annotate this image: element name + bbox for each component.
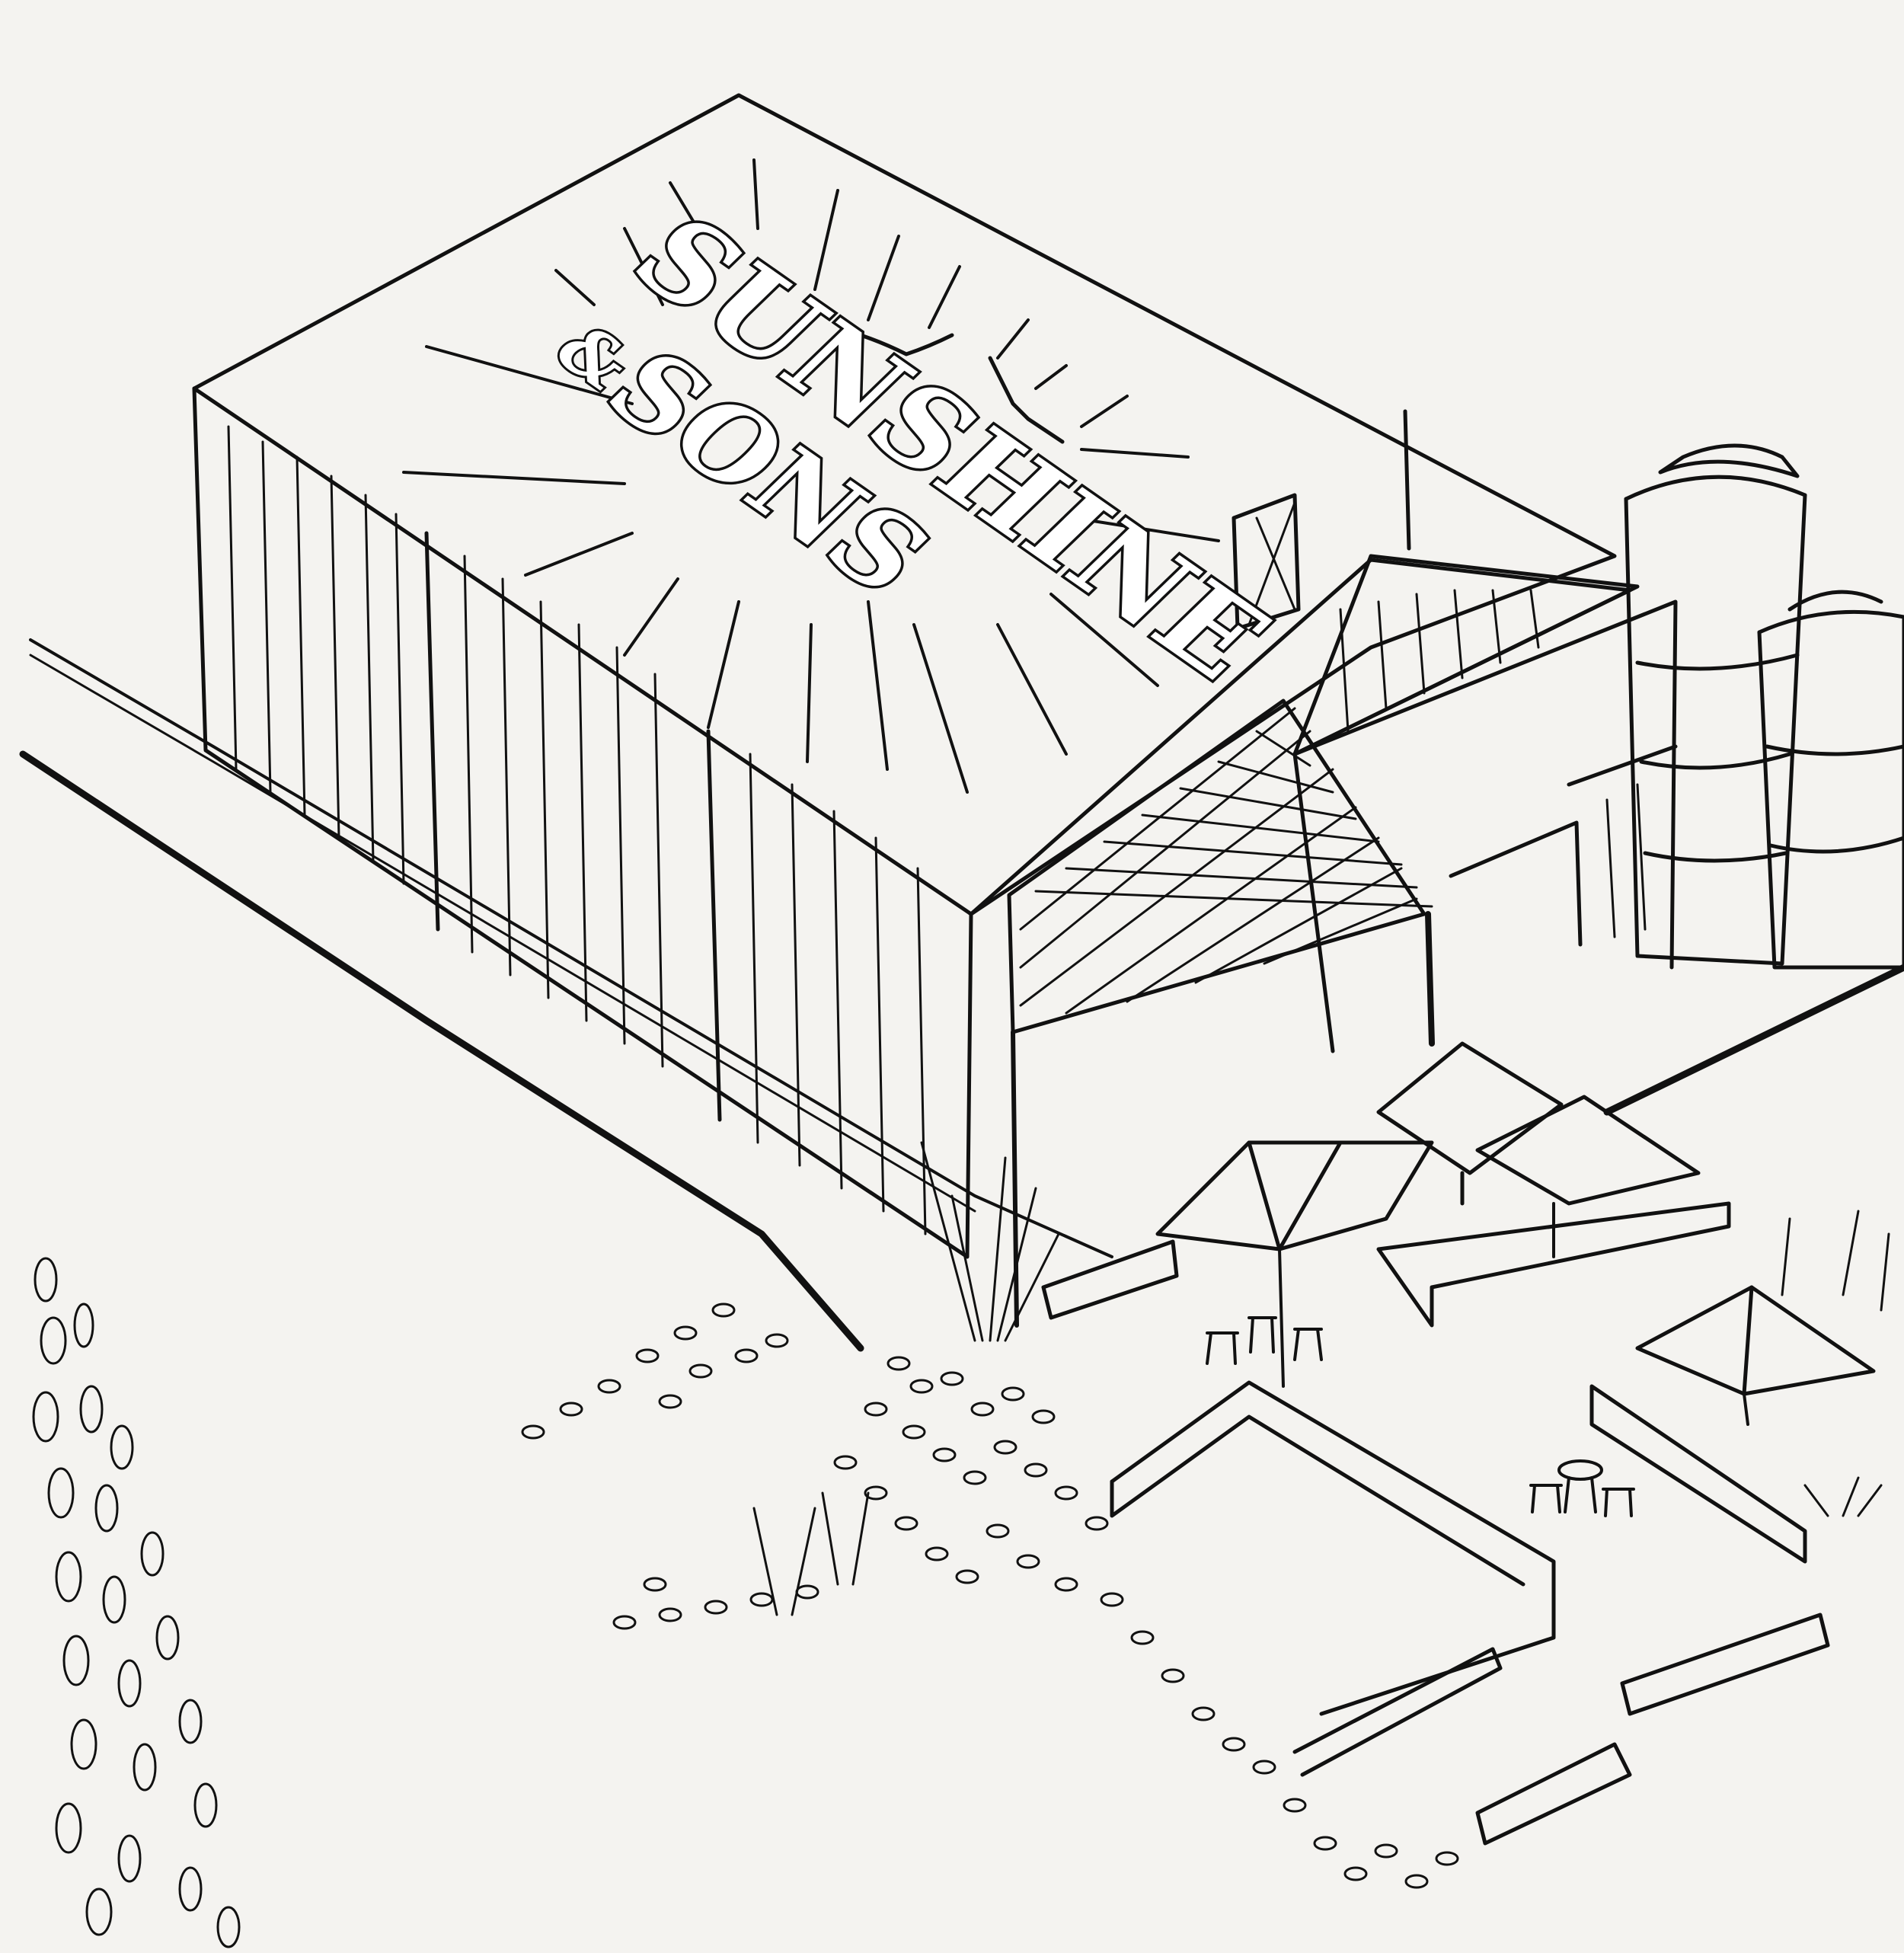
umbrella xyxy=(1155,1140,1434,1388)
silo xyxy=(1757,590,1904,970)
flag-pole xyxy=(1403,409,1411,551)
sun-rays xyxy=(402,158,1220,794)
bar-stools xyxy=(1206,1316,1635,1517)
silo xyxy=(1624,443,1807,966)
shrubbery xyxy=(521,1141,1890,1889)
umbrella xyxy=(1635,1285,1876,1426)
shade-sail xyxy=(1007,698,1435,1328)
bird-icons xyxy=(858,333,1065,444)
leafy-plant xyxy=(32,1257,241,1948)
road xyxy=(19,638,1904,1352)
bird-icon xyxy=(858,333,954,356)
wall-corrugation xyxy=(227,425,927,1235)
roof-vent xyxy=(1232,493,1301,631)
warehouse xyxy=(192,93,1617,1259)
bird-icon xyxy=(988,356,1065,444)
warehouse-roof xyxy=(192,93,1617,916)
planter-walls xyxy=(1041,1201,1830,1846)
umbrella xyxy=(1376,1041,1701,1258)
